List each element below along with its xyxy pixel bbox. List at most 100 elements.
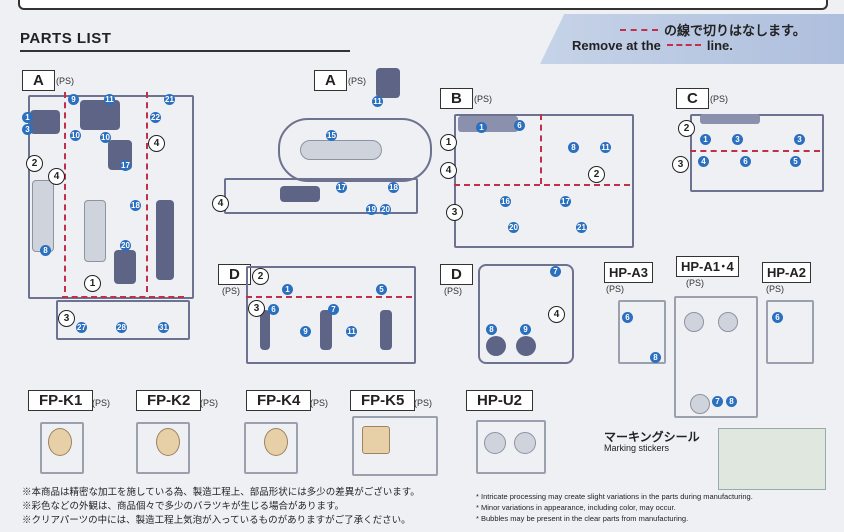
- runner-label-a: A: [22, 70, 55, 91]
- part-number-badge: 11: [600, 142, 611, 153]
- ps-tag: (PS): [310, 398, 328, 408]
- part-number-badge: 9: [520, 324, 531, 335]
- ps-tag: (PS): [766, 284, 784, 294]
- part-number-badge: 18: [388, 182, 399, 193]
- section-number-4: 4: [440, 162, 457, 179]
- runner-label-hp-a2: HP-A2: [762, 262, 812, 283]
- ps-tag: (PS): [414, 398, 432, 408]
- part-piece: [700, 114, 760, 124]
- note-jp-3: ※クリアパーツの中には、製造工程上気泡が入っているものがありますがご了承ください…: [22, 515, 411, 526]
- part-number-badge: 7: [328, 304, 339, 315]
- part-piece: [48, 428, 72, 456]
- part-piece: [32, 180, 54, 252]
- runner-hp-a1-4-frame: [674, 296, 758, 418]
- runner-label-d: D: [218, 264, 251, 285]
- part-number-badge: 6: [740, 156, 751, 167]
- runner-label-fp-k1: FP-K1: [28, 390, 94, 411]
- part-number-badge: 4: [698, 156, 709, 167]
- part-piece: [690, 394, 710, 414]
- ps-tag: (PS): [348, 76, 366, 86]
- part-number-badge: 27: [76, 322, 87, 333]
- part-piece: [376, 68, 400, 98]
- part-number-badge: 11: [372, 96, 383, 107]
- section-number-3: 3: [248, 300, 265, 317]
- ps-tag: (PS): [444, 286, 462, 296]
- part-number-badge: 6: [268, 304, 279, 315]
- part-number-badge: 10: [100, 132, 111, 143]
- ps-tag: (PS): [56, 76, 74, 86]
- part-number-badge: 3: [794, 134, 805, 145]
- ps-tag: (PS): [222, 286, 240, 296]
- runner-label-hp-u2: HP-U2: [466, 390, 534, 411]
- section-number-3: 3: [446, 204, 463, 221]
- runner-label-c: C: [676, 88, 709, 109]
- part-number-badge: 11: [104, 94, 115, 105]
- runner-label-fp-k4: FP-K4: [246, 390, 312, 411]
- marking-sticker-sheet: [718, 428, 826, 490]
- runner-label-hp-a1-4: HP-A1･4: [676, 256, 739, 277]
- banner-jp: の線で切りはなします。: [620, 20, 806, 39]
- page-title: PARTS LIST: [20, 30, 112, 47]
- cut-line: [146, 92, 148, 292]
- part-number-badge: 6: [772, 312, 783, 323]
- runner-label-hp-a3: HP-A3: [604, 262, 654, 283]
- part-number-badge: 1: [22, 112, 33, 123]
- runner-fp-k1-frame: [40, 422, 84, 474]
- part-number-badge: 9: [300, 326, 311, 337]
- part-piece: [84, 200, 106, 262]
- section-number-3: 3: [672, 156, 689, 173]
- part-piece: [458, 116, 518, 132]
- part-piece: [516, 336, 536, 356]
- part-piece: [300, 140, 382, 160]
- part-number-badge: 20: [380, 204, 391, 215]
- part-number-badge: 17: [336, 182, 347, 193]
- runner-label-fp-k5: FP-K5: [350, 390, 416, 411]
- ps-tag: (PS): [606, 284, 624, 294]
- section-number-4: 4: [148, 135, 165, 152]
- section-number-1: 1: [440, 134, 457, 151]
- ps-tag: (PS): [710, 94, 728, 104]
- ps-tag: (PS): [200, 398, 218, 408]
- runner-d-frame: [246, 266, 416, 364]
- cut-line: [690, 150, 820, 152]
- part-number-badge: 17: [560, 196, 571, 207]
- part-number-badge: 10: [70, 130, 81, 141]
- part-number-badge: 8: [650, 352, 661, 363]
- section-number-2: 2: [26, 155, 43, 172]
- runner-fp-k5-frame: [352, 416, 438, 476]
- section-number-4: 4: [48, 168, 65, 185]
- part-number-badge: 19: [366, 204, 377, 215]
- part-number-badge: 3: [732, 134, 743, 145]
- runner-a2-frame: [278, 118, 432, 182]
- part-number-badge: 22: [150, 112, 161, 123]
- part-number-badge: 5: [376, 284, 387, 295]
- cut-line: [454, 184, 630, 186]
- runner-label-d: D: [440, 264, 473, 285]
- part-number-badge: 1: [700, 134, 711, 145]
- section-number-2: 2: [588, 166, 605, 183]
- runner-fp-k2-frame: [136, 422, 190, 474]
- runner-label-fp-k2: FP-K2: [136, 390, 202, 411]
- title-underline: [20, 50, 350, 52]
- part-number-badge: 7: [550, 266, 561, 277]
- runner-hp-a2-frame: [766, 300, 814, 364]
- banner-en-prefix: Remove at the: [572, 38, 661, 53]
- section-number-4: 4: [548, 306, 565, 323]
- note-en-3: * Bubbles may be present in the clear pa…: [476, 514, 689, 523]
- cut-line: [62, 296, 184, 298]
- part-piece: [718, 312, 738, 332]
- runner-hp-a3-frame: [618, 300, 666, 364]
- runner-label-b: B: [440, 88, 473, 109]
- part-number-badge: 16: [500, 196, 511, 207]
- runner-hp-u2-frame: [476, 420, 546, 474]
- part-piece: [684, 312, 704, 332]
- part-number-badge: 6: [514, 120, 525, 131]
- part-number-badge: 8: [568, 142, 579, 153]
- part-piece: [484, 432, 506, 454]
- part-number-badge: 20: [508, 222, 519, 233]
- part-piece: [320, 310, 332, 350]
- section-number-2: 2: [678, 120, 695, 137]
- ps-tag: (PS): [92, 398, 110, 408]
- note-en-2: * Minor variations in appearance, includ…: [476, 503, 676, 512]
